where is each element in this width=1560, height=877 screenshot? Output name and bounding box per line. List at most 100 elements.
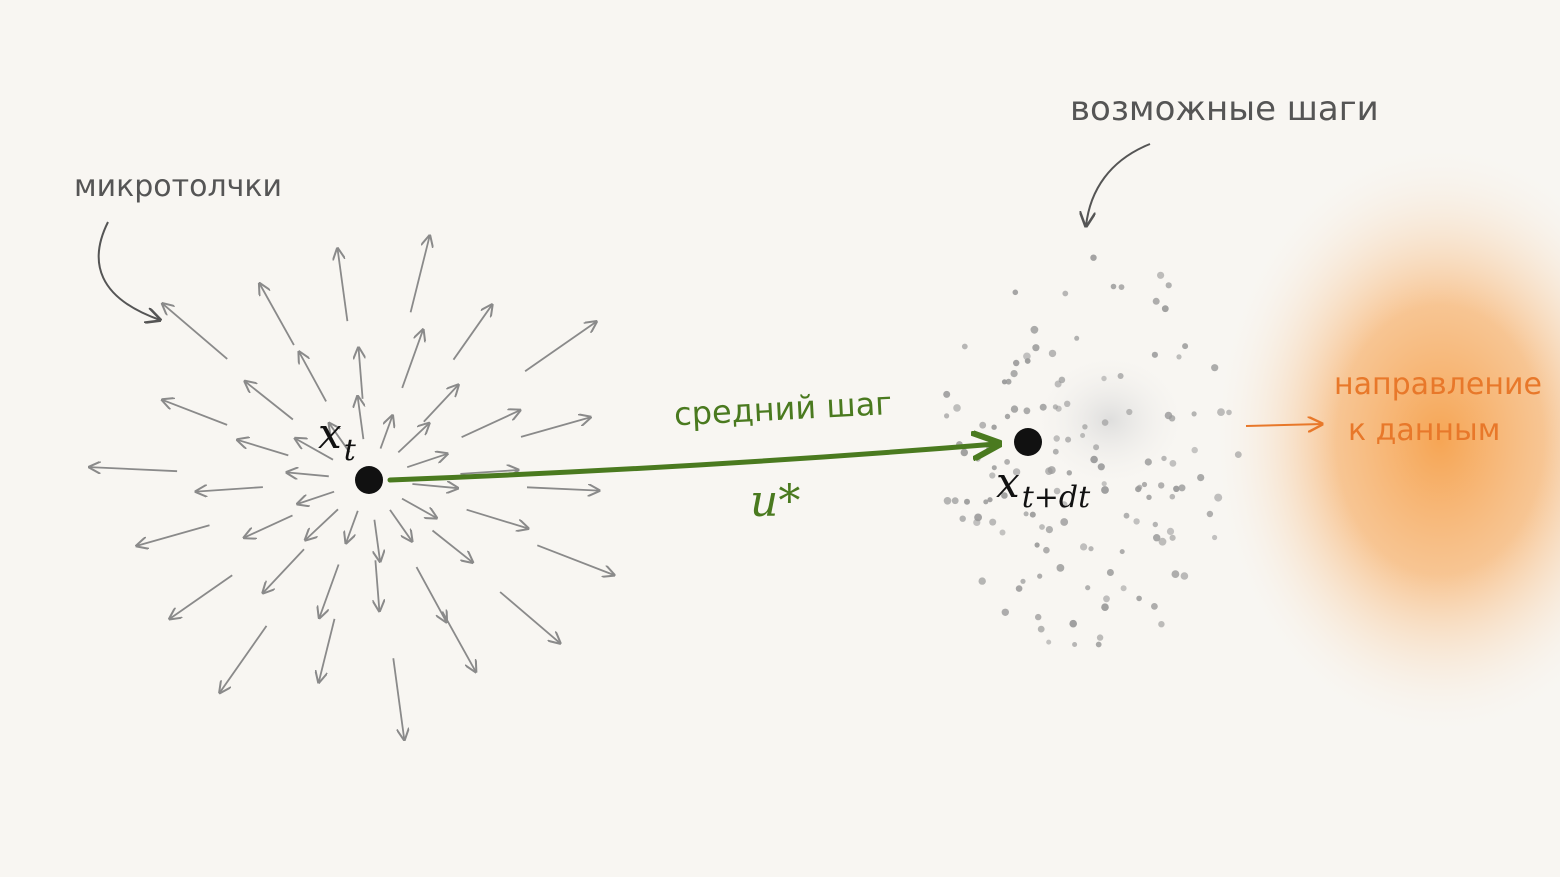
possible-step-dot bbox=[961, 343, 968, 350]
micro-kick-arrow bbox=[441, 611, 476, 672]
possible-step-dot bbox=[1046, 639, 1052, 645]
micro-kick-arrow bbox=[392, 658, 404, 740]
micro-kick-arrow bbox=[260, 284, 295, 346]
micro-kick-arrow bbox=[237, 440, 289, 457]
possible-step-dot bbox=[1074, 335, 1080, 341]
possible-step-dot bbox=[1117, 373, 1124, 379]
mean-step-label: средний шаг bbox=[673, 384, 893, 433]
possible-step-dot bbox=[1045, 526, 1053, 534]
possible-step-dot bbox=[1158, 621, 1165, 628]
possible-step-dot bbox=[1001, 379, 1008, 385]
possible-step-dot bbox=[999, 529, 1006, 536]
possible-step-dot bbox=[1010, 370, 1018, 378]
possible-step-dot bbox=[1214, 493, 1223, 502]
possible-step-dot bbox=[1106, 569, 1114, 576]
possible-step-dot bbox=[1103, 595, 1110, 603]
possible-step-dot bbox=[1056, 564, 1065, 572]
possible-step-dot bbox=[1119, 549, 1125, 555]
possible-step-dot bbox=[1206, 510, 1214, 518]
possible-step-dot bbox=[1173, 485, 1180, 492]
micro-kick-arrow bbox=[389, 509, 412, 541]
possible-step-dot bbox=[1039, 524, 1045, 530]
mean-step-arrow bbox=[387, 444, 996, 483]
x-t-label: xt bbox=[318, 409, 357, 468]
possible-step-dot bbox=[1037, 573, 1043, 579]
possible-step-dot bbox=[989, 472, 996, 479]
micro-kick-arrow bbox=[162, 400, 228, 426]
micro-kick-arrow bbox=[409, 236, 430, 313]
micro-kick-arrow bbox=[499, 591, 560, 643]
end-point-icon bbox=[1014, 428, 1042, 456]
possible-step-dot bbox=[1169, 460, 1177, 467]
direction-label-line1: направление bbox=[1334, 367, 1542, 402]
possible-step-dot bbox=[1158, 537, 1167, 546]
possible-step-dot bbox=[1123, 512, 1130, 519]
possible-step-dot bbox=[1152, 521, 1159, 528]
micro-kick-arrow bbox=[412, 484, 458, 488]
micro-kick-arrow bbox=[401, 330, 423, 389]
x-t-dt-label: xt+dt bbox=[996, 458, 1091, 515]
possible-step-dot bbox=[1101, 486, 1109, 494]
micro-kick-arrow bbox=[423, 385, 459, 423]
micro-kick-arrow bbox=[162, 304, 228, 360]
direction-label-line2: к данным bbox=[1348, 413, 1500, 448]
micro-kick-arrow bbox=[170, 574, 233, 619]
possible-step-dot bbox=[1029, 511, 1036, 518]
possible-step-dot bbox=[978, 577, 986, 585]
possible-step-dot bbox=[1101, 419, 1109, 426]
possible-step-dot bbox=[951, 497, 959, 505]
micro-kick-arrow bbox=[329, 423, 351, 453]
possible-step-dot bbox=[1180, 572, 1189, 580]
possible-step-dot bbox=[975, 456, 981, 462]
possible-step-dot bbox=[1157, 271, 1165, 279]
possible-step-dot bbox=[1012, 289, 1019, 296]
possible-step-dot bbox=[1020, 578, 1026, 584]
possible-step-dot bbox=[1001, 608, 1009, 616]
micro-kick-arrow bbox=[244, 514, 293, 537]
possible-step-dot bbox=[1191, 411, 1197, 417]
micro-kick-arrow bbox=[358, 396, 364, 440]
micro-kick-arrow bbox=[374, 519, 380, 562]
possible-step-dot bbox=[1101, 481, 1107, 487]
micro-kick-arrow bbox=[263, 548, 305, 593]
possible-step-dot bbox=[1169, 534, 1176, 541]
possible-step-dot bbox=[1013, 359, 1020, 367]
micro-kick-arrow bbox=[245, 381, 294, 421]
micro-kick-arrow bbox=[338, 249, 349, 322]
possible-step-dot bbox=[1080, 433, 1086, 438]
possible-step-dot bbox=[1054, 380, 1062, 388]
possible-step-dot bbox=[953, 404, 961, 412]
possible-step-dot bbox=[1043, 546, 1050, 554]
possible-steps-pointer-icon bbox=[1086, 143, 1151, 226]
possible-step-dot bbox=[1226, 409, 1232, 416]
possible-step-dot bbox=[1101, 603, 1109, 611]
possible-step-dot bbox=[1151, 351, 1158, 358]
possible-steps-cloud bbox=[943, 254, 1242, 648]
possible-step-dot bbox=[1166, 527, 1175, 536]
possible-step-dot bbox=[1146, 494, 1152, 500]
possible-step-dot bbox=[943, 390, 951, 398]
possible-step-dot bbox=[1141, 481, 1148, 488]
micro-kick-arrow bbox=[536, 544, 614, 575]
micro-kick-arrow bbox=[196, 487, 263, 492]
possible-step-dot bbox=[1169, 493, 1176, 500]
possible-step-dot bbox=[1211, 364, 1219, 372]
possible-step-dot bbox=[1012, 468, 1021, 476]
possible-step-dot bbox=[1161, 305, 1169, 313]
possible-step-dot bbox=[1060, 501, 1068, 509]
possible-step-dot bbox=[1088, 546, 1094, 552]
possible-steps-haze bbox=[1030, 350, 1190, 490]
possible-step-dot bbox=[1090, 455, 1098, 464]
possible-step-dot bbox=[1010, 405, 1019, 413]
possible-step-dot bbox=[1080, 543, 1088, 551]
possible-step-dot bbox=[1082, 424, 1088, 430]
possible-step-dot bbox=[1023, 352, 1031, 361]
possible-step-dot bbox=[1004, 459, 1010, 465]
micro-kicks-pointer-icon bbox=[97, 221, 160, 320]
possible-step-dot bbox=[944, 413, 950, 419]
possible-step-dot bbox=[1053, 487, 1061, 495]
micro-kick-arrow bbox=[401, 497, 437, 518]
possible-step-dot bbox=[1053, 435, 1060, 442]
micro-kicks-label: микротолчки bbox=[74, 169, 282, 204]
